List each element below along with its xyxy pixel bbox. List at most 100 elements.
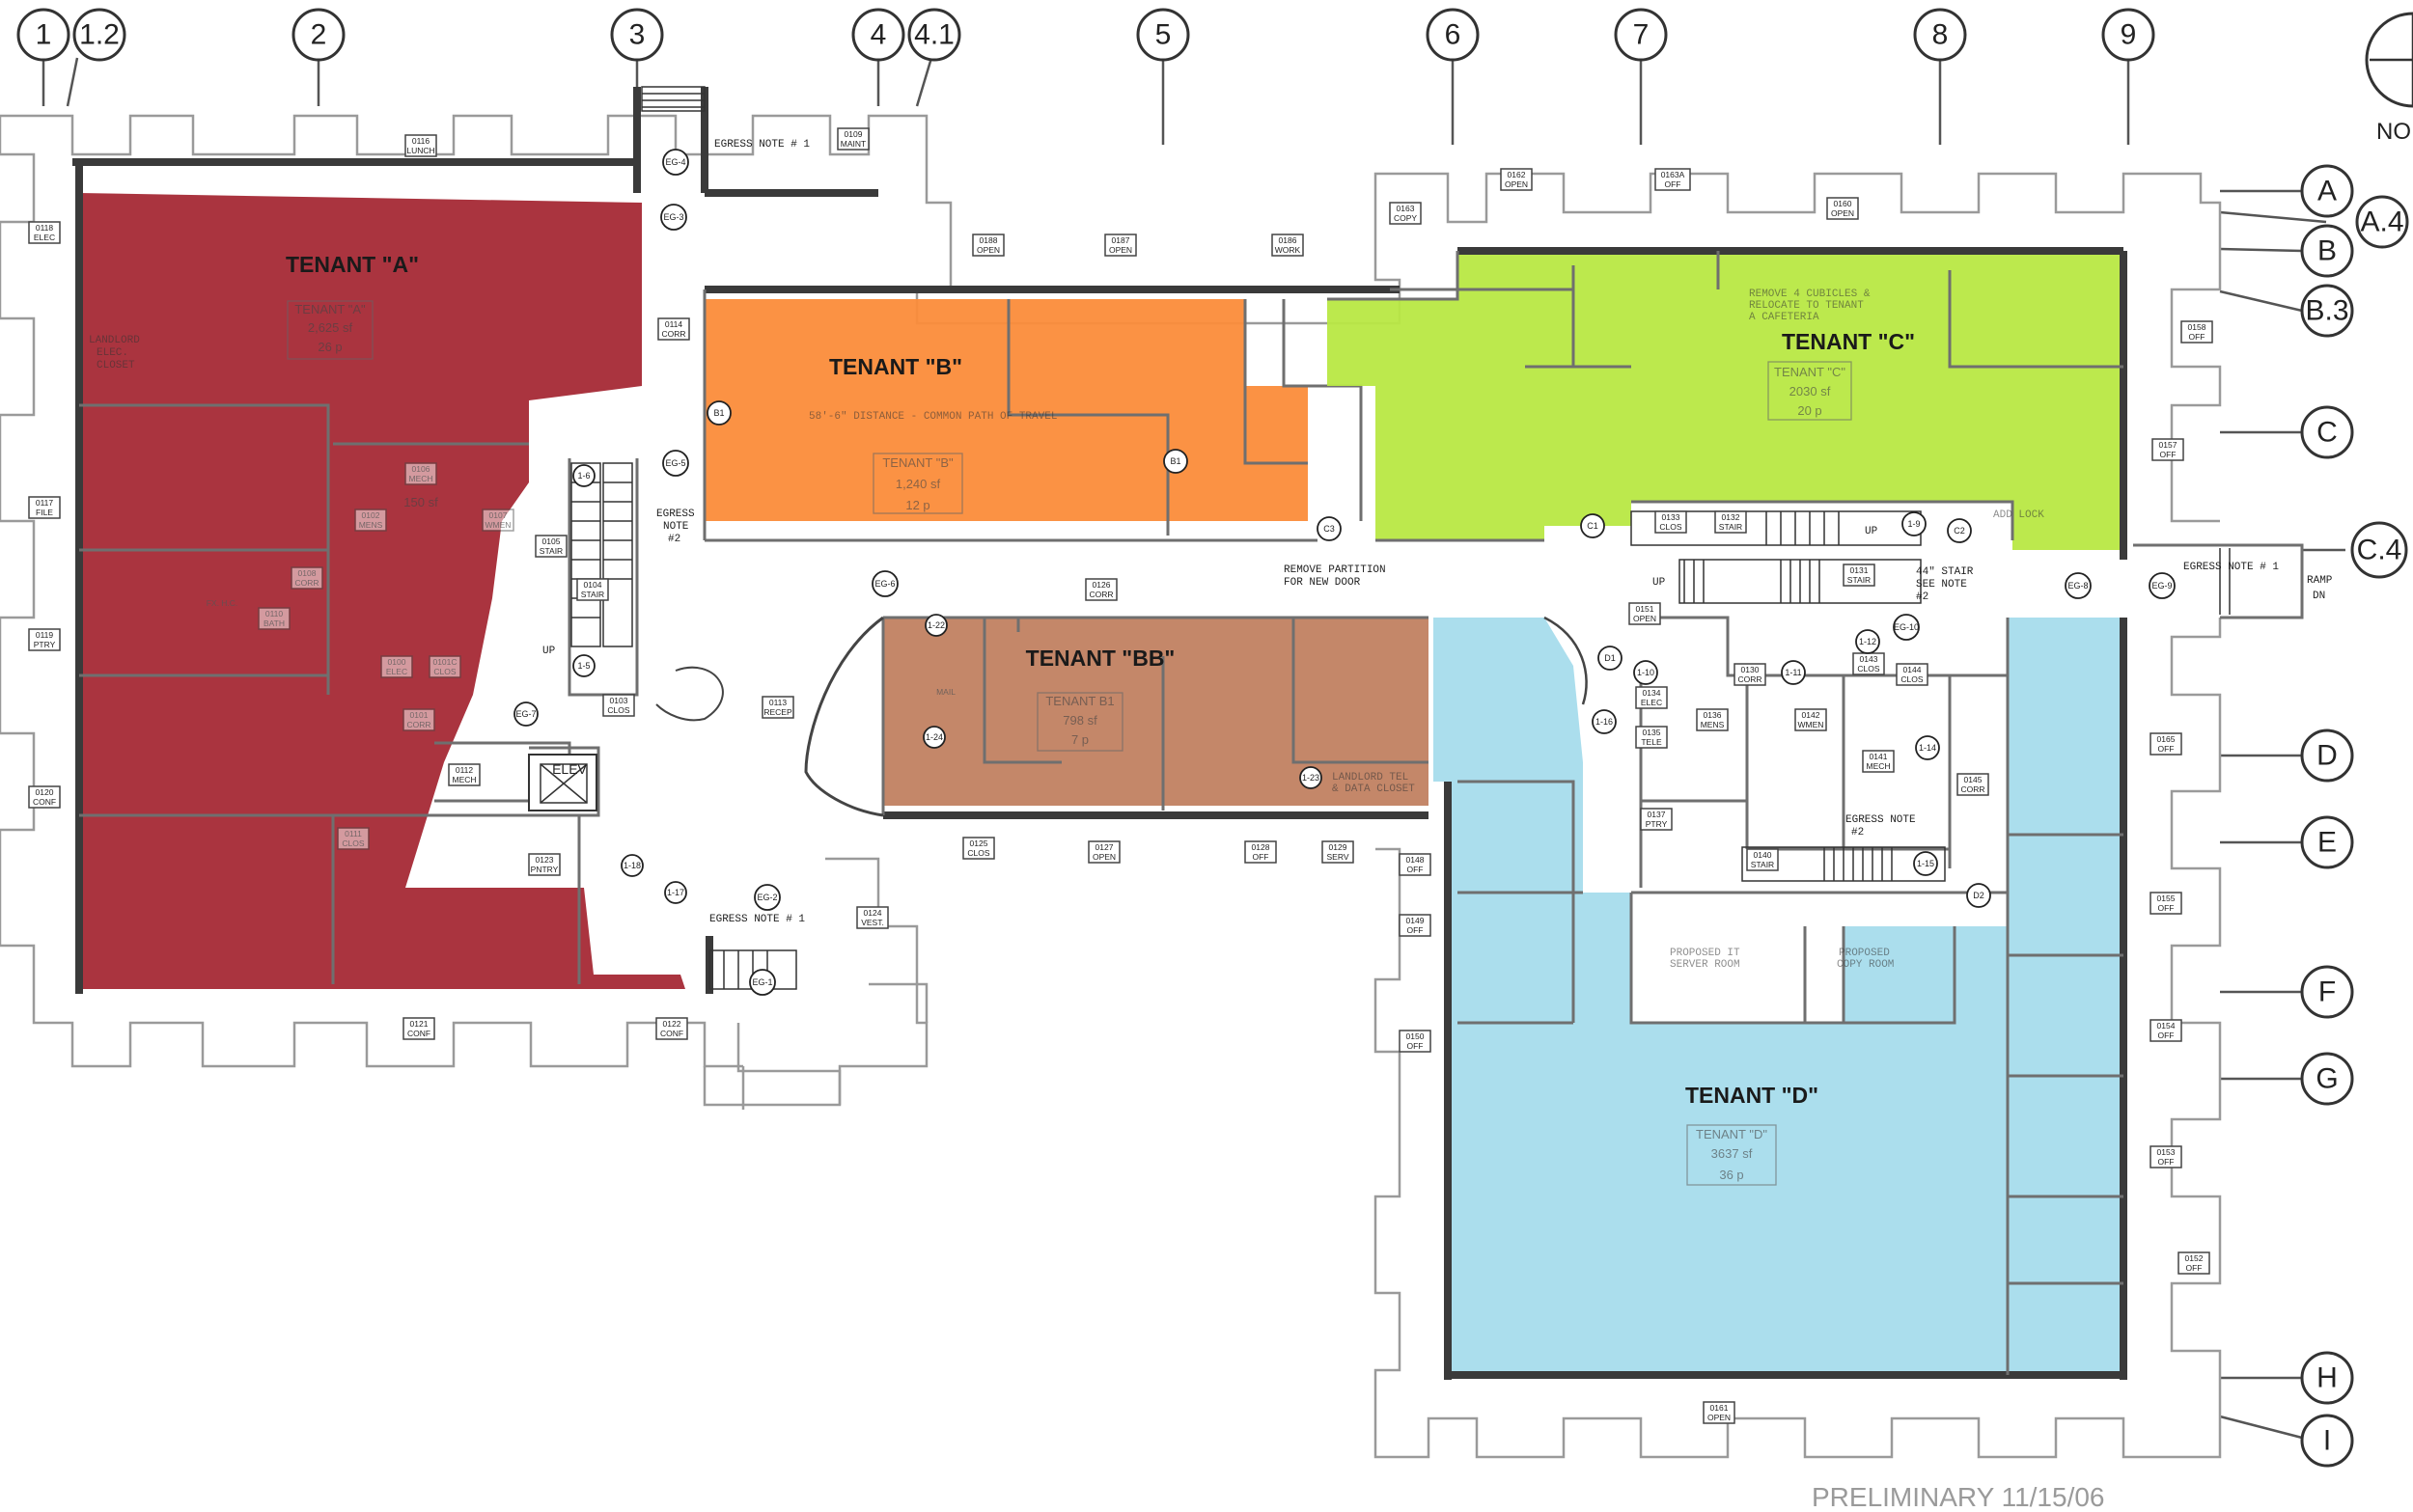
grid-bubble-B-3: B.3	[2300, 284, 2354, 338]
svg-text:CONF: CONF	[407, 1029, 430, 1038]
copy-room-note-b: COPY ROOM	[1837, 959, 1894, 971]
door-marker: 1-24	[923, 726, 946, 749]
stair-north-top	[641, 86, 706, 112]
svg-text:TENANT "B": TENANT "B"	[882, 455, 954, 470]
svg-text:0133: 0133	[1662, 512, 1680, 522]
elevator: ELEV	[528, 754, 597, 811]
svg-text:0126: 0126	[1093, 580, 1111, 590]
svg-text:1: 1	[36, 19, 52, 51]
svg-text:A.4: A.4	[2360, 206, 2403, 238]
tenant-c-area-box: TENANT "C" 2030 sf 20 p	[1767, 361, 1852, 421]
svg-text:ELEC: ELEC	[386, 667, 407, 676]
svg-text:1,240 sf: 1,240 sf	[896, 477, 941, 491]
grid-bubble-9: 9	[2101, 8, 2155, 62]
svg-text:1-6: 1-6	[577, 471, 590, 481]
svg-text:1-17: 1-17	[667, 888, 684, 897]
svg-text:0188: 0188	[980, 235, 998, 245]
door-marker: EG-4	[662, 149, 689, 176]
door-marker: D1	[1597, 646, 1623, 671]
svg-text:CONF: CONF	[660, 1029, 683, 1038]
tenant-a-zone	[72, 158, 685, 994]
door-marker: 1-23	[1299, 766, 1322, 789]
ramp-note-a: RAMP	[2307, 575, 2333, 587]
svg-text:0119: 0119	[36, 630, 54, 640]
svg-text:OPEN: OPEN	[1109, 245, 1132, 255]
svg-text:SERV: SERV	[1327, 852, 1349, 862]
svg-text:CLOS: CLOS	[1900, 674, 1923, 684]
svg-text:0121: 0121	[410, 1019, 429, 1029]
svg-text:1-15: 1-15	[1917, 859, 1934, 868]
grid-bubble-C-4: C.4	[2350, 521, 2408, 579]
svg-text:CORR: CORR	[1960, 784, 1984, 794]
grid-bubble-1-2: 1.2	[72, 8, 126, 62]
server-room-note-a: PROPOSED IT	[1670, 948, 1740, 959]
svg-text:0154: 0154	[2157, 1021, 2176, 1031]
svg-text:2: 2	[311, 19, 327, 51]
svg-text:STAIR: STAIR	[1719, 522, 1742, 532]
cubicles-note-c: A CAFETERIA	[1749, 312, 1819, 323]
door-marker: EG-3	[660, 204, 687, 231]
svg-text:4.1: 4.1	[914, 19, 955, 51]
svg-text:F: F	[2318, 976, 2336, 1008]
tenant-b-area-box: TENANT "B" 1,240 sf 12 p	[873, 453, 963, 514]
svg-text:CORR: CORR	[1737, 674, 1761, 684]
door-marker: 1-16	[1592, 709, 1617, 734]
svg-text:0125: 0125	[970, 838, 988, 848]
svg-text:0123: 0123	[536, 855, 554, 865]
svg-text:8: 8	[1932, 19, 1949, 51]
svg-text:0117: 0117	[36, 498, 54, 508]
svg-text:TENANT B1: TENANT B1	[1045, 694, 1114, 708]
svg-text:0105: 0105	[542, 536, 561, 546]
svg-text:0137: 0137	[1648, 810, 1666, 819]
svg-text:2,625 sf: 2,625 sf	[308, 320, 353, 335]
door-marker: 1-5	[572, 654, 596, 677]
svg-text:CORR: CORR	[294, 578, 319, 588]
svg-text:1-18: 1-18	[624, 861, 641, 870]
door-marker: C3	[1317, 516, 1342, 541]
door-marker: C2	[1947, 518, 1972, 543]
svg-text:1-16: 1-16	[1595, 717, 1613, 727]
svg-text:0155: 0155	[2157, 893, 2176, 903]
svg-text:C3: C3	[1323, 524, 1335, 534]
svg-text:RECEP: RECEP	[763, 707, 792, 717]
svg-text:EG-5: EG-5	[665, 458, 685, 468]
svg-text:MECH: MECH	[408, 474, 432, 483]
svg-text:MECH: MECH	[1866, 761, 1890, 771]
svg-text:WORK: WORK	[1275, 245, 1301, 255]
svg-text:BATH: BATH	[263, 619, 285, 628]
svg-text:1-12: 1-12	[1859, 637, 1876, 646]
door-marker: 1-18	[621, 854, 644, 877]
door-marker: B1	[1163, 449, 1188, 474]
svg-text:4: 4	[871, 19, 887, 51]
svg-text:0135: 0135	[1643, 728, 1661, 737]
svg-text:OPEN: OPEN	[1505, 179, 1528, 189]
svg-text:6: 6	[1445, 19, 1461, 51]
grid-bubble-3: 3	[610, 8, 664, 62]
svg-text:OFF: OFF	[2160, 450, 2177, 459]
up-label-c: UP	[1865, 526, 1878, 537]
landlord-elec-note-c: CLOSET	[97, 360, 135, 371]
svg-text:H: H	[2316, 1362, 2338, 1394]
svg-text:OFF: OFF	[1253, 852, 1269, 862]
svg-text:OFF: OFF	[2158, 1031, 2175, 1040]
building-outline	[0, 114, 2222, 1459]
